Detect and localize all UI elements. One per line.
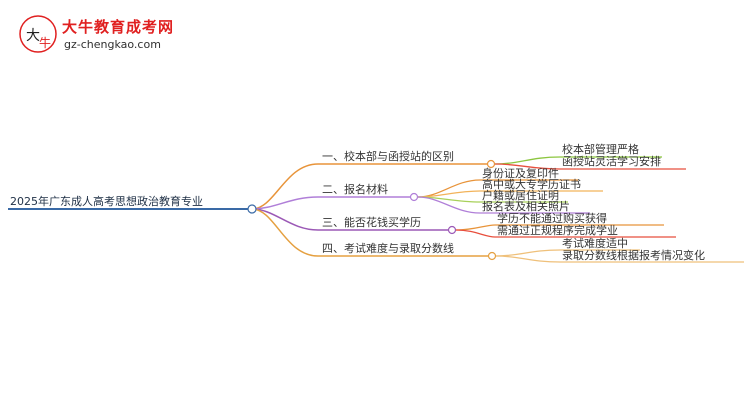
branch-4-junction <box>487 251 497 261</box>
branch-3-label[interactable]: 三、能否花钱买学历 <box>322 216 421 229</box>
leaf-2-2[interactable]: 高中或大专学历证书 <box>482 178 581 191</box>
leaf-4-2-connector <box>495 255 744 263</box>
connector-branch-1 <box>251 163 319 210</box>
root-junction <box>247 204 257 214</box>
branch-3-junction <box>447 225 457 235</box>
leaf-1-2[interactable]: 函授站灵活学习安排 <box>562 155 661 168</box>
leaf-2-4[interactable]: 报名表及相关照片 <box>482 200 570 213</box>
svg-text:牛: 牛 <box>39 35 51 50</box>
branch-1-label[interactable]: 一、校本部与函授站的区别 <box>322 150 454 163</box>
root-topic[interactable]: 2025年广东成人高考思想政治教育专业 <box>10 195 203 208</box>
brand-name: 大牛教育成考网 <box>62 18 175 36</box>
leaf-2-4-connector <box>417 196 590 214</box>
brand-url: gz-chengkao.com <box>64 38 161 51</box>
bull-logo-icon: 大 牛 <box>19 15 57 53</box>
leaf-4-1[interactable]: 考试难度适中 <box>562 237 628 250</box>
branch-4-label[interactable]: 四、考试难度与录取分数线 <box>322 242 454 255</box>
branch-2-junction <box>409 192 419 202</box>
connector-branch-4 <box>251 208 319 257</box>
leaf-3-1[interactable]: 学历不能通过购买获得 <box>497 212 607 225</box>
leaf-3-2[interactable]: 需通过正规程序完成学业 <box>497 224 618 237</box>
leaf-1-1[interactable]: 校本部管理严格 <box>562 143 639 156</box>
connector-branch-2 <box>251 196 319 210</box>
brand-logo[interactable]: 大 牛 大牛教育成考网 gz-chengkao.com <box>18 14 218 58</box>
branch-2-label[interactable]: 二、报名材料 <box>322 183 388 196</box>
branch-1-junction <box>486 159 496 169</box>
leaf-1-2-connector <box>494 163 686 170</box>
svg-text:大: 大 <box>26 28 40 44</box>
leaf-3-2-connector <box>455 229 676 238</box>
leaf-2-1[interactable]: 身份证及复印件 <box>482 167 559 180</box>
leaf-4-2[interactable]: 录取分数线根据报考情况变化 <box>562 249 705 262</box>
leaf-2-3[interactable]: 户籍或居住证明 <box>482 189 559 202</box>
